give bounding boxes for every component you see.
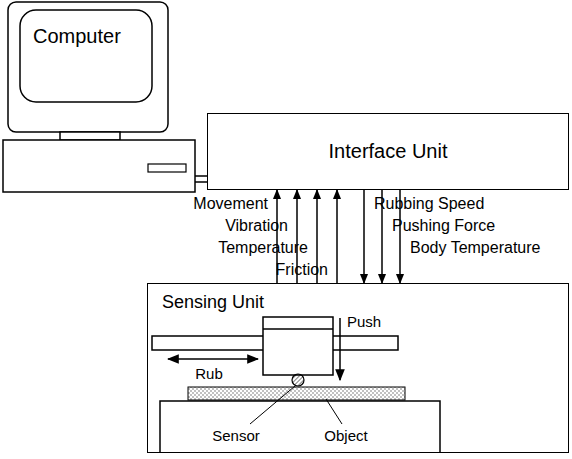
disk-slot — [148, 164, 186, 172]
base-platform — [160, 401, 440, 452]
push-arrow — [339, 318, 341, 380]
node-title: Interface Unit — [329, 140, 448, 163]
carriage — [263, 317, 333, 375]
part-label: Push — [347, 313, 381, 330]
signal-name: Movement — [193, 195, 268, 213]
carriage-band — [263, 328, 333, 330]
interface-box: Interface Unit — [207, 113, 569, 190]
leader-line — [326, 399, 342, 424]
sensor — [292, 374, 304, 386]
object — [188, 387, 405, 400]
signal-name: Rubbing Speed — [374, 195, 484, 213]
node-title: Computer — [33, 25, 121, 48]
signal-arrow — [363, 190, 365, 283]
part-label: Object — [324, 427, 367, 444]
monitor-housing — [8, 2, 168, 132]
computer-base — [3, 140, 195, 192]
part-label: Sensor — [212, 427, 260, 444]
monitor-screen — [20, 10, 152, 102]
signal-name: Vibration — [225, 217, 288, 235]
part-label: Rub — [195, 365, 223, 382]
leader-line — [250, 386, 295, 424]
monitor-neck — [60, 132, 120, 140]
rub-arrow — [168, 358, 258, 360]
bus-cable — [195, 176, 207, 182]
signal-name: Temperature — [218, 239, 308, 257]
signal-name: Pushing Force — [392, 217, 495, 235]
signal-name: Body Temperature — [410, 239, 540, 257]
computer: Computer — [3, 2, 195, 192]
signal-arrow — [336, 190, 338, 283]
node-title: Sensing Unit — [162, 292, 264, 313]
signal-name: Friction — [276, 261, 328, 279]
